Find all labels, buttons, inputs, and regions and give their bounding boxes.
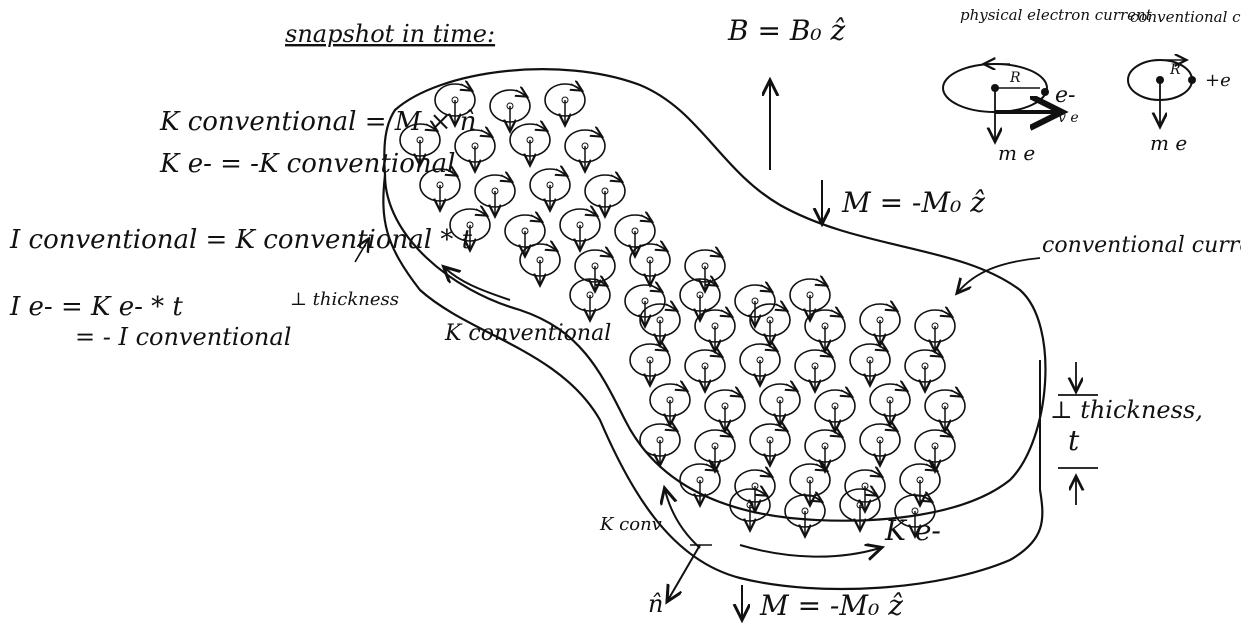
magnetization-label-top: M = -M₀ ẑ — [841, 186, 985, 219]
current-loop — [629, 344, 671, 384]
current-loop — [899, 464, 941, 504]
current-loop — [739, 344, 781, 384]
current-loop — [789, 279, 831, 319]
current-loops — [399, 84, 966, 535]
b-field-label: B = B₀ ẑ — [727, 14, 846, 47]
current-loop — [759, 384, 801, 424]
current-loop — [849, 344, 891, 384]
inset-radius-label: R — [1009, 70, 1021, 86]
thickness-label: ⊥ thickness, — [1050, 396, 1203, 424]
current-loop — [574, 250, 616, 290]
edge-current-arrow-lower — [665, 490, 701, 549]
i-electron-formula: I e- = K e- * t — [9, 292, 183, 322]
current-loop — [789, 464, 831, 504]
current-loop — [584, 175, 626, 215]
normal-vector — [668, 544, 701, 600]
current-loop — [749, 304, 791, 344]
current-loop — [859, 304, 901, 344]
magnetization-label-bottom: M = -M₀ ẑ — [759, 589, 903, 622]
inset-conventional-title: conventional current — [1130, 8, 1241, 26]
current-loop — [399, 124, 441, 164]
current-loop — [869, 384, 911, 424]
inset-physical-electron-current: physical electron current R e- v e m e — [942, 6, 1153, 165]
current-loop — [904, 350, 946, 390]
current-loop — [544, 84, 586, 124]
current-loop — [434, 84, 476, 124]
k-conv-short-label: K conv — [599, 514, 662, 535]
current-loop — [504, 215, 546, 255]
k-electron-edge-label: K e- — [884, 514, 941, 547]
current-loop — [734, 285, 776, 325]
current-loop — [814, 390, 856, 430]
heading-text: snapshot in time: — [285, 20, 495, 48]
slab-side — [382, 174, 1044, 591]
current-loop — [454, 130, 496, 170]
edge-current-arrow-bottom — [739, 545, 880, 557]
current-loop — [804, 310, 846, 350]
inset-velocity-label: v e — [1058, 110, 1079, 126]
k-conventional-edge-label: K conventional — [444, 321, 611, 346]
current-loop — [859, 424, 901, 464]
current-loop — [839, 489, 881, 529]
current-loop — [569, 279, 611, 319]
current-loop — [729, 489, 771, 529]
conventional-currents-label: conventional currents — [1042, 233, 1241, 258]
perpendicular-thickness-note: ⊥ thickness — [290, 289, 399, 310]
current-loop — [509, 124, 551, 164]
thickness-symbol: t — [1068, 424, 1080, 457]
i-electron-equals: = - I conventional — [75, 323, 291, 351]
current-loop — [529, 169, 571, 209]
current-loop — [704, 390, 746, 430]
current-loop — [519, 244, 561, 284]
current-loop — [894, 495, 936, 535]
k-conventional-definition: K conventional = M × n̂ — [159, 107, 476, 137]
current-loop — [794, 350, 836, 390]
current-loop — [474, 175, 516, 215]
inset-plus-label: +e — [1205, 70, 1231, 91]
current-loop — [614, 215, 656, 255]
current-loop — [684, 350, 726, 390]
current-loop — [684, 250, 726, 290]
current-loop — [749, 424, 791, 464]
current-loop — [784, 495, 826, 535]
current-loop — [639, 304, 681, 344]
inset-radius-label-2: R — [1169, 62, 1181, 78]
i-conventional-formula: I conventional = K conventional * t — [9, 225, 473, 255]
conventional-currents-pointer — [958, 257, 1041, 292]
edge-current-arrow-left — [445, 268, 511, 301]
current-loop — [639, 424, 681, 464]
current-loop — [449, 209, 491, 249]
current-loop — [629, 244, 671, 284]
current-loop — [679, 279, 721, 319]
inset-moment-label: m e — [998, 141, 1035, 165]
current-loop — [559, 209, 601, 249]
inset-moment-label-2: m e — [1150, 131, 1187, 155]
current-loop — [924, 390, 966, 430]
normal-vector-label: n̂ — [648, 590, 663, 618]
current-loop — [624, 285, 666, 325]
inset-conventional-current: conventional current R +e m e — [1127, 8, 1241, 155]
current-loop — [489, 90, 531, 130]
slab-top-surface — [383, 68, 1047, 522]
inset-physical-title: physical electron current — [960, 6, 1153, 24]
current-loop — [419, 169, 461, 209]
k-electron-definition: K e- = -K conventional — [159, 149, 455, 179]
current-loop — [649, 384, 691, 424]
current-loop — [564, 130, 606, 170]
current-loop — [679, 464, 721, 504]
current-loop — [914, 310, 956, 350]
current-loop — [694, 310, 736, 350]
inset-electron-label: e- — [1055, 83, 1075, 108]
